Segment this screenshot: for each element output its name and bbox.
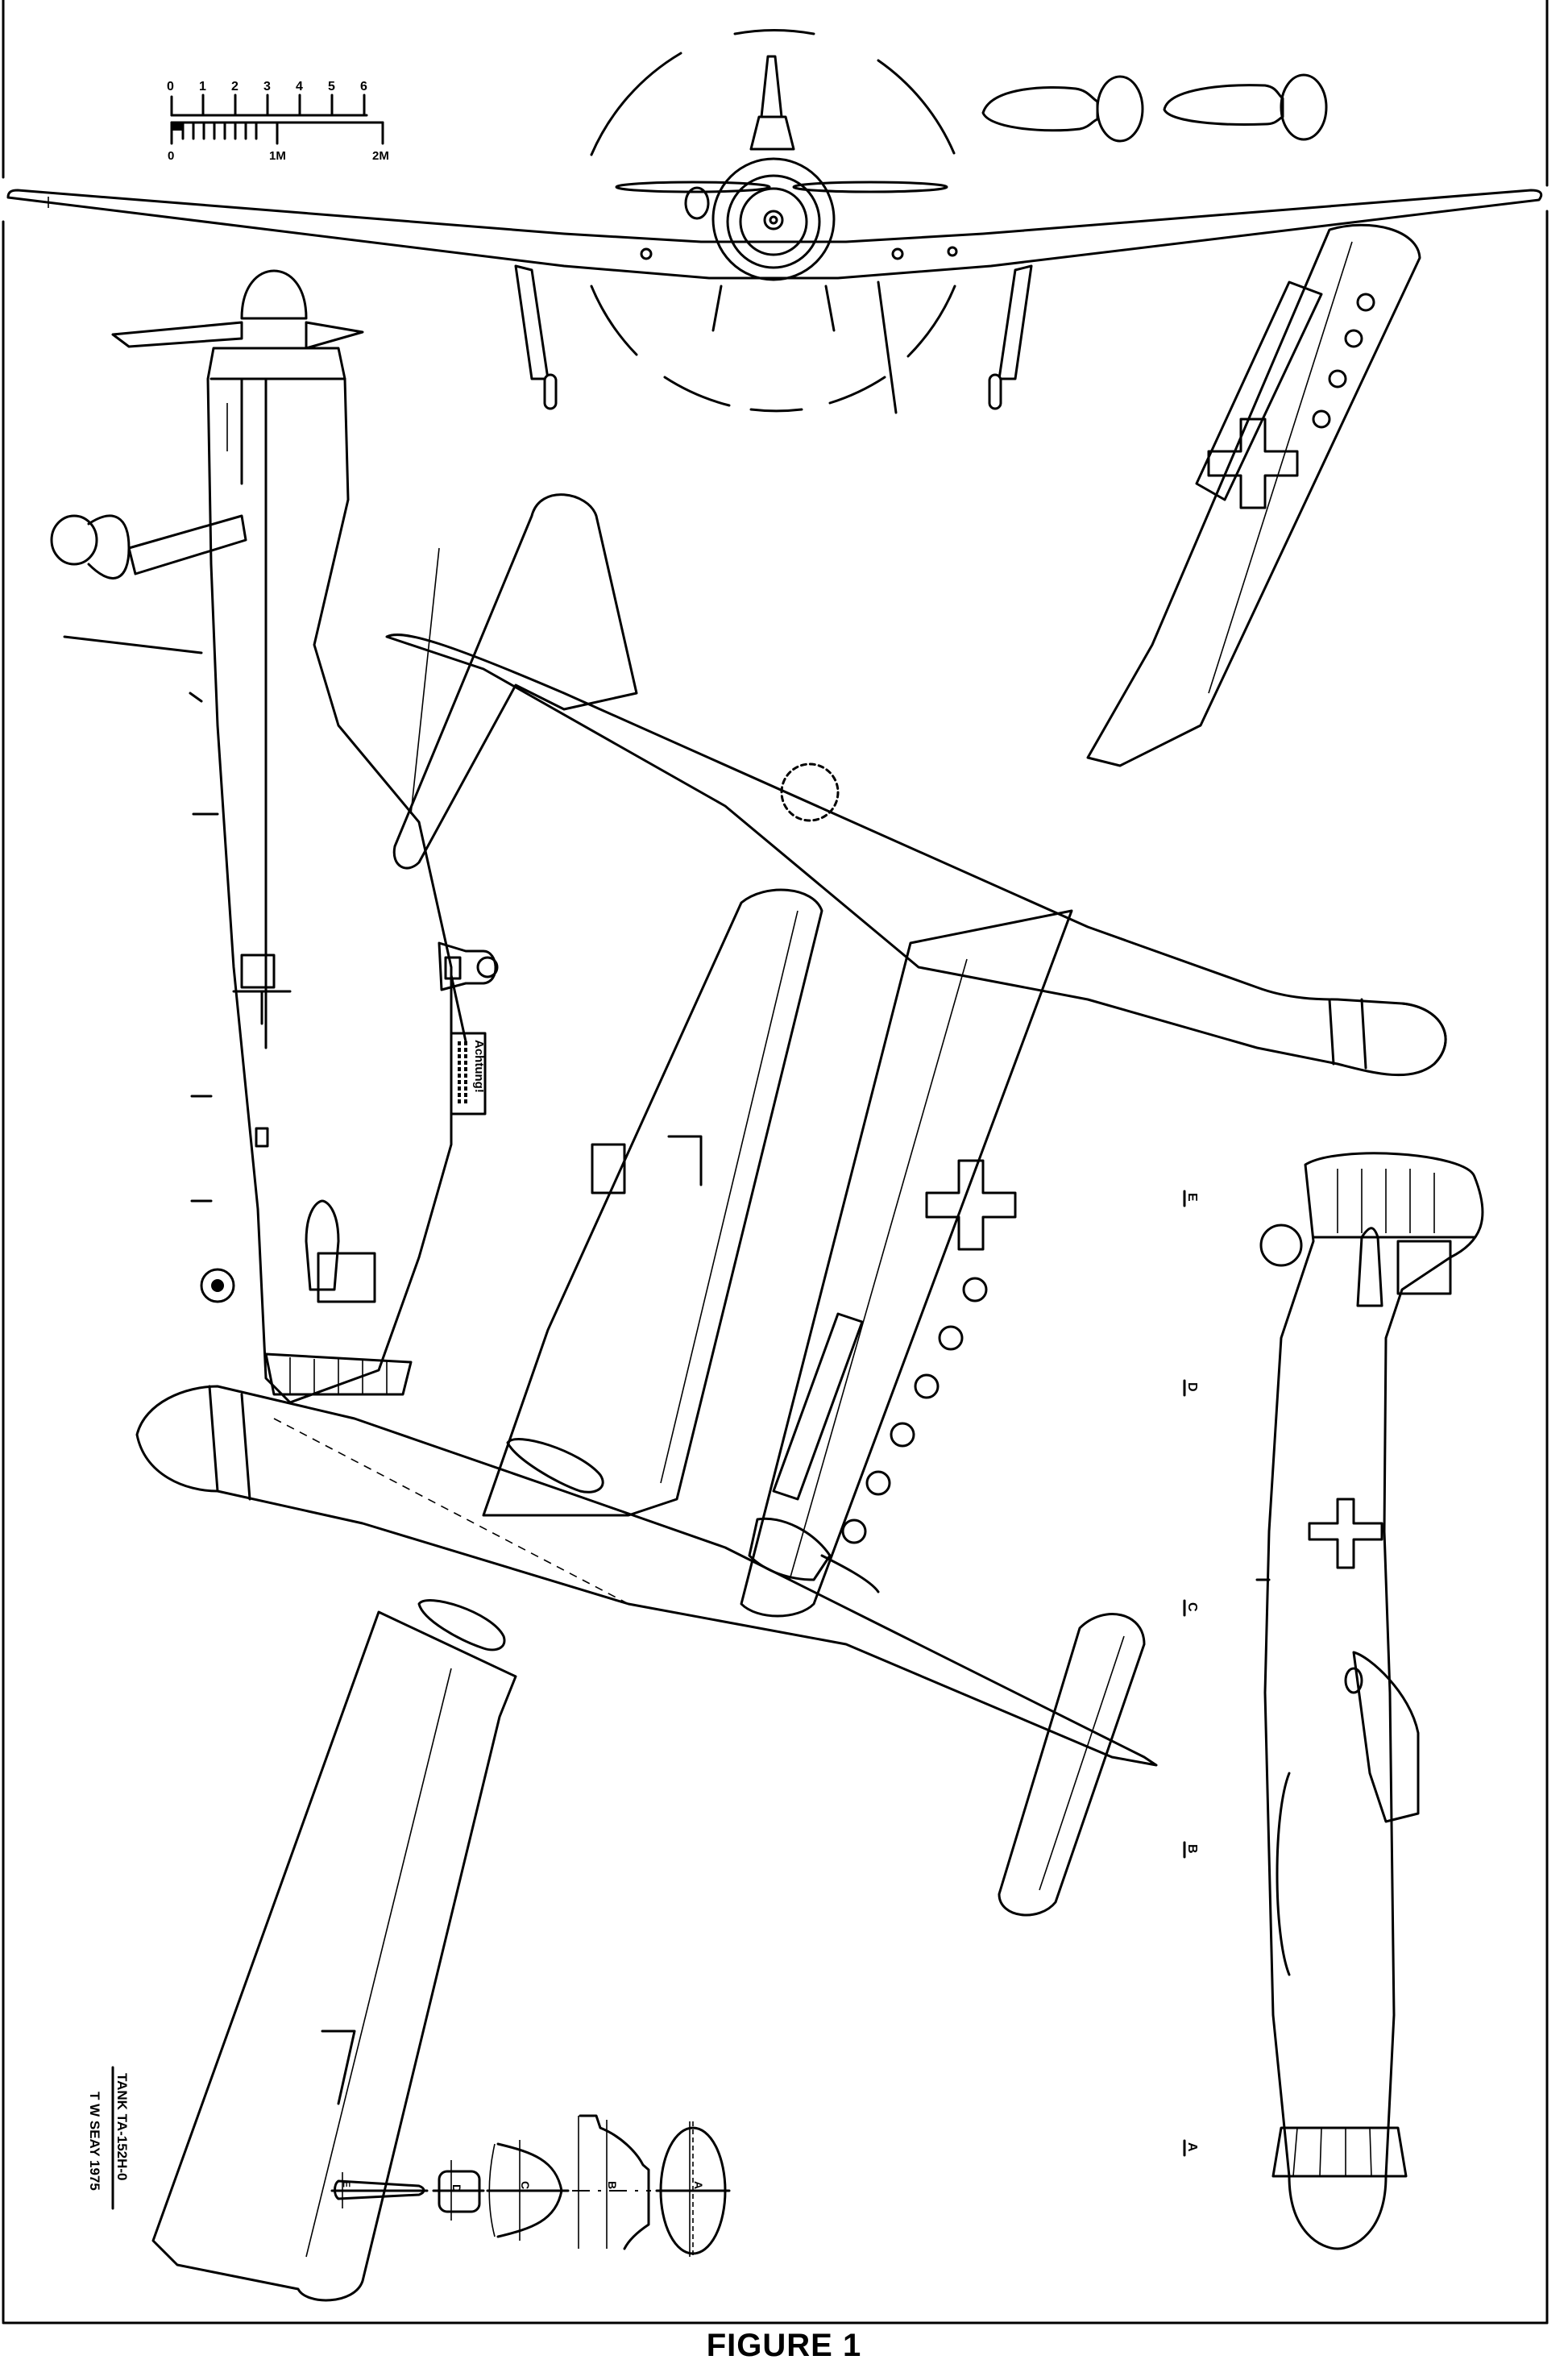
section-label-d: D <box>450 2184 463 2192</box>
fuselage-cross-sections: E D C B A <box>330 2114 731 2257</box>
scale-meter-label-0: 0 <box>168 149 174 163</box>
scale-meter-label-1: 1M <box>269 149 286 163</box>
scale-bar: 0 1 2 3 4 5 6 0 1M 2M <box>167 80 389 163</box>
credit-block: TANK TA-152H-0 T W SEAY 1975 <box>87 2066 130 2210</box>
section-label-b: B <box>606 2181 619 2189</box>
station-label-b: B <box>1185 1844 1199 1854</box>
section-label-c: C <box>519 2181 532 2189</box>
credit-author: T W SEAY 1975 <box>87 2092 102 2191</box>
placard: Achtung! <box>438 941 499 1116</box>
front-view <box>6 29 1543 414</box>
scale-feet-label-6: 6 <box>360 80 367 93</box>
top-view <box>385 223 1447 1618</box>
aileron-ribs <box>1195 280 1323 501</box>
scale-feet-label-3: 3 <box>263 80 271 93</box>
station-label-a: A <box>1185 2142 1199 2152</box>
scale-feet-label-0: 0 <box>167 80 174 93</box>
section-label-e: E <box>341 2181 352 2187</box>
propeller-blade-sections <box>981 73 1328 143</box>
scale-feet-label-2: 2 <box>231 80 239 93</box>
scale-feet-label-5: 5 <box>328 80 335 93</box>
tail-marking <box>317 1252 376 1303</box>
placard-heading: Achtung! <box>472 1040 486 1093</box>
tail-marking <box>1396 1240 1452 1295</box>
meter-minor-ticks <box>181 121 258 140</box>
frame-border <box>2 0 1549 2325</box>
scale-feet-label-1: 1 <box>199 80 206 93</box>
bottom-view <box>135 888 1158 2302</box>
placard-fine-print <box>458 1041 467 1106</box>
station-markers: E D C B A <box>1183 1190 1199 2157</box>
credit-title: TANK TA-152H-0 <box>114 2073 130 2181</box>
figure-caption: FIGURE 1 <box>706 2328 862 2363</box>
station-label-d: D <box>1185 1382 1199 1392</box>
scale-meter-label-2: 2M <box>372 149 389 163</box>
station-label-c: C <box>1185 1602 1199 1612</box>
scale-feet-label-4: 4 <box>296 80 303 93</box>
side-view-right <box>1255 1152 1484 2250</box>
station-label-e: E <box>1185 1193 1199 1202</box>
side-view-left <box>50 269 453 1404</box>
section-label-a: A <box>692 2181 705 2189</box>
